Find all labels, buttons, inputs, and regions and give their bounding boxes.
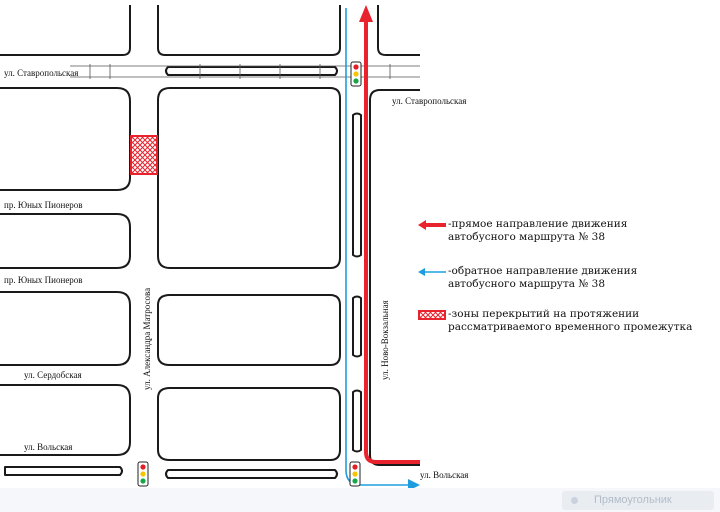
street-label-yunykh-pionerov-2: пр. Юных Пионеров <box>4 275 83 285</box>
legend-text-closures: -зоны перекрытий на протяжении рассматри… <box>448 308 693 333</box>
forward-route-arrow <box>359 5 373 22</box>
road-block <box>157 387 341 461</box>
median-island <box>165 469 338 479</box>
legend-text-forward: -прямое направление движения автобусного… <box>448 218 628 243</box>
road-block <box>157 5 341 56</box>
street-label-aleksandra-matrosova: ул. Александра Матросова <box>142 287 152 390</box>
road-block <box>0 291 131 366</box>
traffic-light <box>137 461 149 487</box>
median-island <box>352 295 362 358</box>
road-block <box>0 384 131 456</box>
dot-icon <box>571 497 578 504</box>
street-label-novo-vokzalnaya: ул. Ново-Вокзальная <box>380 300 390 380</box>
status-bar: Прямоугольник <box>0 488 720 512</box>
road-block <box>0 5 131 56</box>
shape-chip[interactable]: Прямоугольник <box>562 491 714 510</box>
shape-label: Прямоугольник <box>594 494 672 506</box>
street-label-serdobskaya: ул. Сердобская <box>24 370 82 380</box>
road-block <box>369 89 420 466</box>
street-label-volskaya-east: ул. Вольская <box>420 470 469 480</box>
legend-text-backward: -обратное направление движения автобусно… <box>448 265 638 290</box>
blue-arrow-icon <box>418 268 446 276</box>
road-block <box>157 294 341 366</box>
street-label-yunykh-pionerov-1: пр. Юных Пионеров <box>4 200 83 210</box>
forward-route-path <box>364 18 420 464</box>
traffic-light <box>350 61 362 87</box>
closure-zone-icon <box>418 310 446 320</box>
road-block <box>0 213 131 269</box>
closure-zone <box>130 135 158 175</box>
median-island <box>165 66 338 76</box>
street-label-stavropolskaya-east: ул. Ставропольская <box>392 96 467 106</box>
road-block <box>0 87 131 191</box>
legend-item-backward: -обратное направление движения автобусно… <box>418 265 718 295</box>
street-label-stavropolskaya-west: ул. Ставропольская <box>4 68 79 78</box>
road-block <box>377 5 420 56</box>
median-island <box>352 389 362 453</box>
median-island <box>352 112 362 258</box>
tram-tracks <box>70 64 420 79</box>
traffic-light <box>349 461 361 487</box>
median-island <box>4 466 123 476</box>
red-arrow-icon <box>418 220 446 230</box>
street-label-volskaya-west: ул. Вольская <box>24 442 73 452</box>
legend-item-forward: -прямое направление движения автобусного… <box>418 218 718 248</box>
legend-item-closures: -зоны перекрытий на протяжении рассматри… <box>418 308 718 338</box>
road-block <box>157 87 341 269</box>
